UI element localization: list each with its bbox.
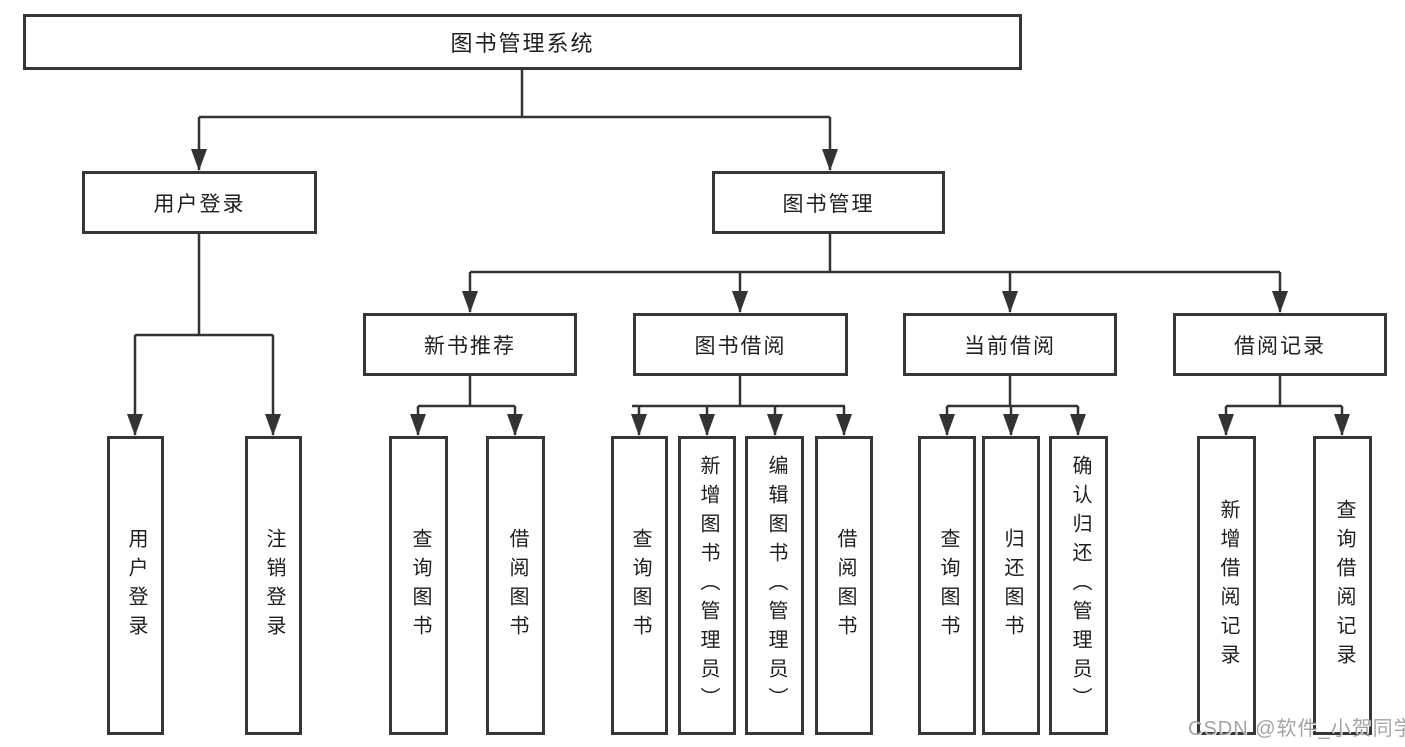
node-borrow-records: 借阅记录 bbox=[1173, 313, 1387, 376]
leaf-bb-add-books-admin: 新增图书（管理员） bbox=[678, 436, 736, 735]
node-user-login: 用户登录 bbox=[82, 171, 317, 234]
leaf-cb-return-books: 归还图书 bbox=[982, 436, 1040, 735]
leaf-cb-query-books: 查询图书 bbox=[918, 436, 976, 735]
leaf-bb-borrow-books: 借阅图书 bbox=[815, 436, 873, 735]
leaf-bb-query-books: 查询图书 bbox=[611, 436, 668, 735]
leaf-bb-edit-books-admin: 编辑图书（管理员） bbox=[745, 436, 804, 735]
connector-book-management-branch bbox=[470, 234, 1280, 274]
leaf-logout: 注销登录 bbox=[245, 436, 302, 735]
leaf-user-login: 用户登录 bbox=[107, 436, 164, 735]
node-current-borrowing: 当前借阅 bbox=[903, 313, 1117, 376]
leaf-br-query-record: 查询借阅记录 bbox=[1313, 436, 1372, 735]
node-book-borrowing: 图书借阅 bbox=[633, 313, 848, 376]
connector-new-book-branch bbox=[418, 376, 515, 408]
csdn-watermark: CSDN @软件_小贺同学 bbox=[1188, 718, 1405, 740]
connector-borrow-records-branch bbox=[1226, 376, 1342, 408]
leaf-rec-query-books: 查询图书 bbox=[389, 436, 448, 735]
leaf-br-add-record: 新增借阅记录 bbox=[1197, 436, 1256, 735]
node-library-management-system: 图书管理系统 bbox=[23, 14, 1022, 70]
connector-user-login-branch bbox=[135, 234, 273, 337]
connector-root-branch bbox=[199, 69, 830, 119]
node-book-management: 图书管理 bbox=[712, 171, 945, 234]
leaf-rec-borrow-books: 借阅图书 bbox=[486, 436, 545, 735]
leaf-cb-confirm-return-admin: 确认归还（管理员） bbox=[1049, 436, 1108, 735]
connector-book-borrowing-branch bbox=[632, 376, 845, 408]
connector-current-borrowing-branch bbox=[947, 376, 1078, 408]
node-new-book-recommend: 新书推荐 bbox=[363, 313, 577, 376]
